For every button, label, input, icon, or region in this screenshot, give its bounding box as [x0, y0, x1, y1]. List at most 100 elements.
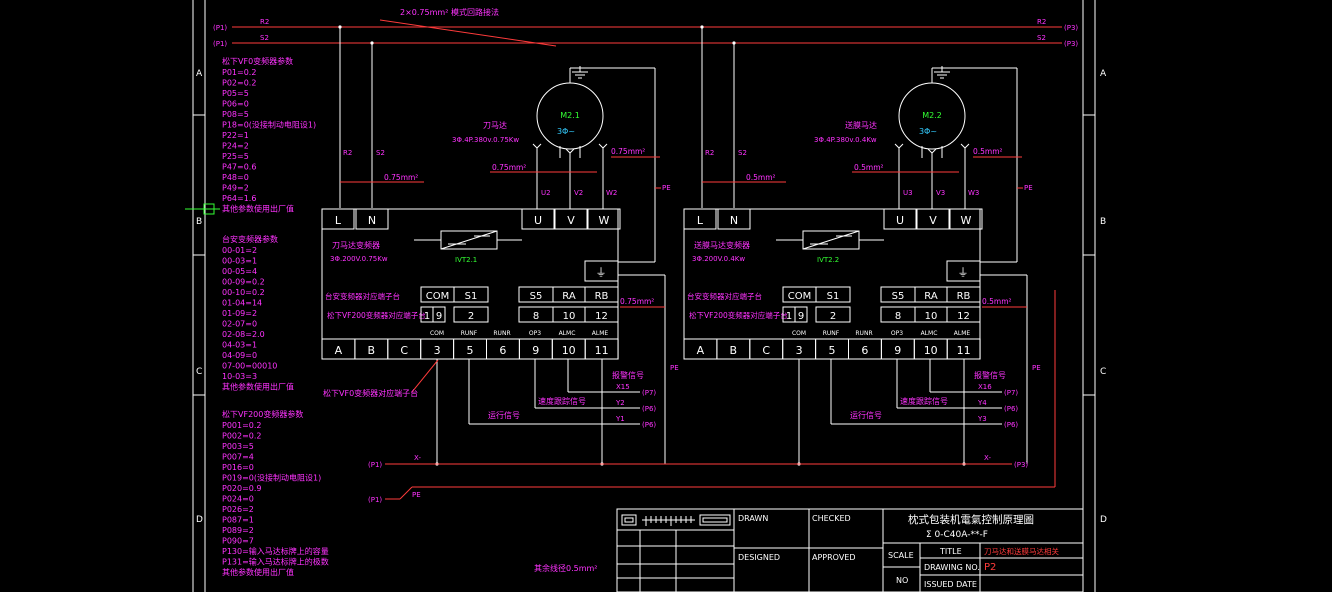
row-label-right-c: C	[1100, 367, 1106, 377]
signal-name: OP3	[891, 330, 903, 337]
ground-terminal	[584, 260, 619, 282]
motor-id: M2.2	[922, 111, 942, 120]
tai-terminal-label: RB	[595, 291, 609, 302]
params_vf0-line: P01=0.2	[222, 68, 256, 77]
params_vf200-line: 其他参数使用出厂值	[222, 567, 294, 577]
signal-out-ref: (P6)	[642, 405, 656, 413]
drawing-no-label: DRAWING NO.	[924, 563, 980, 572]
no-label: NO	[896, 576, 908, 585]
vf200-terminal	[584, 306, 619, 323]
signal-out-label: Y1	[615, 415, 625, 423]
vf200-terminal-label: 12	[595, 311, 608, 322]
tai-terminal-label: S1	[465, 291, 478, 302]
vf0-callout: 松下VF0变频器对应端子台	[323, 359, 439, 398]
control-terminal-label: 3	[434, 344, 441, 357]
signal-out-ref: (P6)	[1004, 405, 1018, 413]
control-terminal-label: A	[335, 344, 343, 357]
x-bus-right-label: X-	[984, 454, 991, 462]
inverter-id: IVT2.2	[817, 256, 839, 264]
params_vf0-line: 其他参数使用出厂值	[222, 204, 294, 214]
params_tai-line: 00-10=0.2	[222, 288, 265, 297]
params_vf200-line: P007=4	[222, 453, 254, 462]
params_vf200-line: P016=0	[222, 463, 254, 472]
params_tai-line: 其他参数使用出厂值	[222, 382, 294, 392]
params_vf200-line: P001=0.2	[222, 421, 262, 430]
border-row-labels: A B C D A B C D	[196, 69, 1107, 525]
x-bus-left-ref: (P1)	[368, 461, 382, 469]
motor-title: 送膜马达	[845, 120, 877, 130]
wire-size-mid-label: 0.75mm²	[492, 163, 526, 172]
alarm-signal-label: 报警信号	[612, 370, 644, 380]
params_tai-line: 00-01=2	[222, 246, 257, 255]
cursor-crosshair	[185, 203, 220, 215]
title-value: 刀马达和送膜马达相关	[984, 546, 1059, 556]
vf200-terminal	[432, 306, 446, 323]
params_tai-line: 00-03=1	[222, 257, 257, 266]
run-signal-label: 运行信号	[488, 410, 520, 420]
motor-phase: 3Φ~	[919, 127, 937, 136]
params_tai-line: 10-03=3	[222, 372, 257, 381]
signal-name: RUNR	[855, 330, 872, 337]
control-terminal-label: 6	[499, 344, 506, 357]
params_tai-line: 00-09=0.2	[222, 278, 265, 287]
row-label-left-b: B	[196, 217, 202, 227]
params_vf0-line: P25=5	[222, 152, 249, 161]
pe-bus-left-ref: (P1)	[368, 496, 382, 504]
params_vf200-line: P024=0	[222, 495, 254, 504]
control-terminal-label: 9	[532, 344, 539, 357]
speed-signal-label: 速度跟踪信号	[900, 396, 948, 406]
feed-s2-label: S2	[376, 149, 385, 157]
bus-s2-left-ref: (P1)	[213, 40, 227, 48]
control-terminal-label: 3	[796, 344, 803, 357]
vf200-terminal-label: 1	[786, 311, 792, 322]
bus-r2-right-name: R2	[1037, 18, 1046, 26]
params_vf0-line: P08=5	[222, 110, 249, 119]
signal-name: RUNF	[461, 330, 478, 337]
params_tai-line: 00-05=4	[222, 267, 257, 276]
params_vf200-line: P019=0(没接制动电阻设1)	[222, 473, 321, 483]
output-label-w: W2	[606, 189, 617, 197]
vf200-terminal-label: 10	[925, 311, 938, 322]
row-label-right-a: A	[1100, 69, 1107, 79]
bus-r2-left-name: R2	[260, 18, 269, 26]
junction-dot	[338, 25, 342, 29]
tai-terminal-caption: 台安变频器对应端子台	[325, 291, 400, 301]
params_vf200-line: P089=2	[222, 526, 254, 535]
params_vf200-line: P020=0.9	[222, 484, 262, 493]
power-terminal	[321, 208, 355, 230]
top-wiring-note: 2×0.75mm² 模式回路接法	[400, 7, 499, 17]
signal-name: RUNF	[823, 330, 840, 337]
signal-name: ALME	[592, 330, 609, 337]
power-bus: (P1) R2 (P1) S2 R2 (P3) S2 (P3) 2×0.75mm…	[213, 7, 1078, 48]
signal-out-ref: (P6)	[642, 421, 656, 429]
parameter-notes: 松下VF0变频器参数 P01=0.2P02=0.2P05=5P06=0P08=5…	[222, 56, 329, 577]
params-vf0-title: 松下VF0变频器参数	[222, 56, 293, 66]
motor-lead-icon	[960, 143, 970, 149]
row-label-left-c: C	[196, 367, 202, 377]
vf200-terminal-caption: 松下VF200变频器对应端子台	[327, 310, 426, 320]
control-terminal-label: 5	[467, 344, 474, 357]
control-terminal-label: B	[368, 344, 376, 357]
designed-label: DESIGNED	[738, 553, 780, 562]
vf200-terminal-label: 9	[436, 311, 442, 322]
power-terminal-label: U	[896, 214, 904, 227]
inverter-title: 刀马达变频器	[332, 240, 380, 250]
signal-out-ref: (P7)	[642, 389, 656, 397]
pe-label-motor: PE	[1024, 184, 1033, 192]
signal-out-label: X15	[616, 383, 630, 391]
tai-terminal-label: COM	[426, 291, 449, 302]
control-terminal-label: B	[730, 344, 738, 357]
power-terminal-label: U	[534, 214, 542, 227]
vf200-terminal-label: 2	[468, 311, 474, 322]
ground-symbol-icon: ⏚	[958, 266, 969, 279]
params_vf200-line: P130=输入马达标牌上的容量	[222, 546, 329, 556]
motor-id: M2.1	[560, 111, 580, 120]
title-block: DRAWN CHECKED DESIGNED APPROVED 枕式包装机電氣控…	[616, 508, 1084, 592]
power-terminal-label: W	[961, 214, 972, 227]
params_tai-line: 02-08=2.0	[222, 330, 265, 339]
tai-terminal-label: RA	[924, 291, 938, 302]
motor-lead-icon	[927, 148, 937, 154]
power-terminal-label: L	[697, 214, 704, 227]
params_tai-line: 01-04=14	[222, 299, 262, 308]
